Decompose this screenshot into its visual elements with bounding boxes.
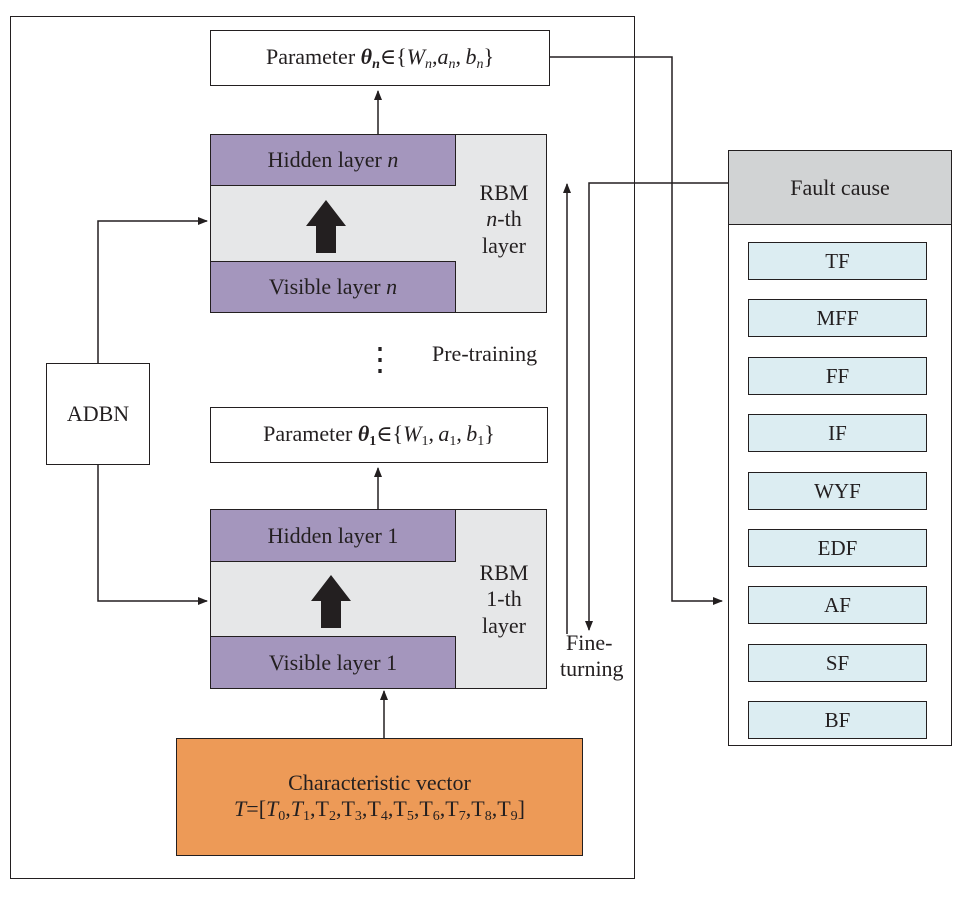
vector-element: T9	[497, 795, 518, 824]
parameter-n-box: Parameter θn∈{Wn,an, bn}	[210, 30, 550, 86]
fault-cause-title: Fault cause	[790, 174, 890, 200]
visible-layer-1-label: Visible layer 1	[268, 649, 398, 675]
fault-item-af: AF	[748, 586, 927, 624]
hidden-layer-n-label: Hidden layer n	[267, 147, 399, 172]
vector-element: T6	[419, 795, 440, 824]
visible-layer-n-label: Visible layer n	[268, 274, 398, 299]
adbn-box: ADBN	[46, 363, 150, 465]
finetuning-label: Fine- turning	[560, 630, 624, 682]
vector-element: T0	[266, 795, 286, 824]
fault-item-wyf: WYF	[748, 472, 927, 510]
hidden-layer-n: Hidden layer n	[210, 134, 456, 186]
hidden-layer-1: Hidden layer 1	[210, 509, 456, 562]
fault-cause-header: Fault cause	[728, 150, 952, 225]
fault-item-tf: TF	[748, 242, 927, 280]
parameter-1-box: Parameter θ1∈{W1, a1, b1}	[210, 407, 548, 463]
fault-item-sf: SF	[748, 644, 927, 682]
param-to-fault-line	[550, 56, 723, 605]
visible-layer-1: Visible layer 1	[210, 636, 456, 689]
parameter-1-label: Parameter θ1∈{W1, a1, b1}	[263, 420, 495, 449]
visible-layer-n: Visible layer n	[210, 261, 456, 313]
vector-element: T1	[290, 795, 311, 824]
pretraining-label: Pre-training	[432, 341, 538, 366]
vector-element: T7	[445, 795, 466, 824]
vector-element: T8	[471, 795, 492, 824]
fault-item-if: IF	[748, 414, 927, 452]
parameter-n-label: Parameter θn∈{Wn,an, bn}	[265, 43, 495, 72]
finetuning-arrow	[585, 182, 728, 631]
fault-item-edf: EDF	[748, 529, 927, 567]
vector-element: T2	[315, 795, 336, 824]
adbn-label: ADBN	[66, 401, 130, 426]
characteristic-vector-formula: T=[T0,T1,T2,T3,T4,T5,T6,T7,T8,T9]	[234, 795, 525, 824]
vector-element: T4	[367, 795, 388, 824]
hidden-layer-1-label: Hidden layer 1	[267, 522, 399, 548]
vector-element: T3	[341, 795, 362, 824]
adbn-to-rbm-1-line	[97, 465, 208, 605]
rbm-n-label: RBM n-th layer	[479, 180, 529, 258]
adbn-to-rbm-n-line	[97, 217, 208, 363]
outer-frame	[10, 16, 635, 879]
characteristic-vector-title: Characteristic vector	[288, 769, 471, 795]
fault-item-ff: FF	[748, 357, 927, 395]
fault-item-bf: BF	[748, 701, 927, 739]
fault-item-mff: MFF	[748, 299, 927, 337]
vector-element: T5	[393, 795, 414, 824]
characteristic-vector-box: Characteristic vector T=[T0,T1,T2,T3,T4,…	[176, 738, 583, 856]
rbm-1-label: RBM 1-th layer	[479, 560, 529, 638]
